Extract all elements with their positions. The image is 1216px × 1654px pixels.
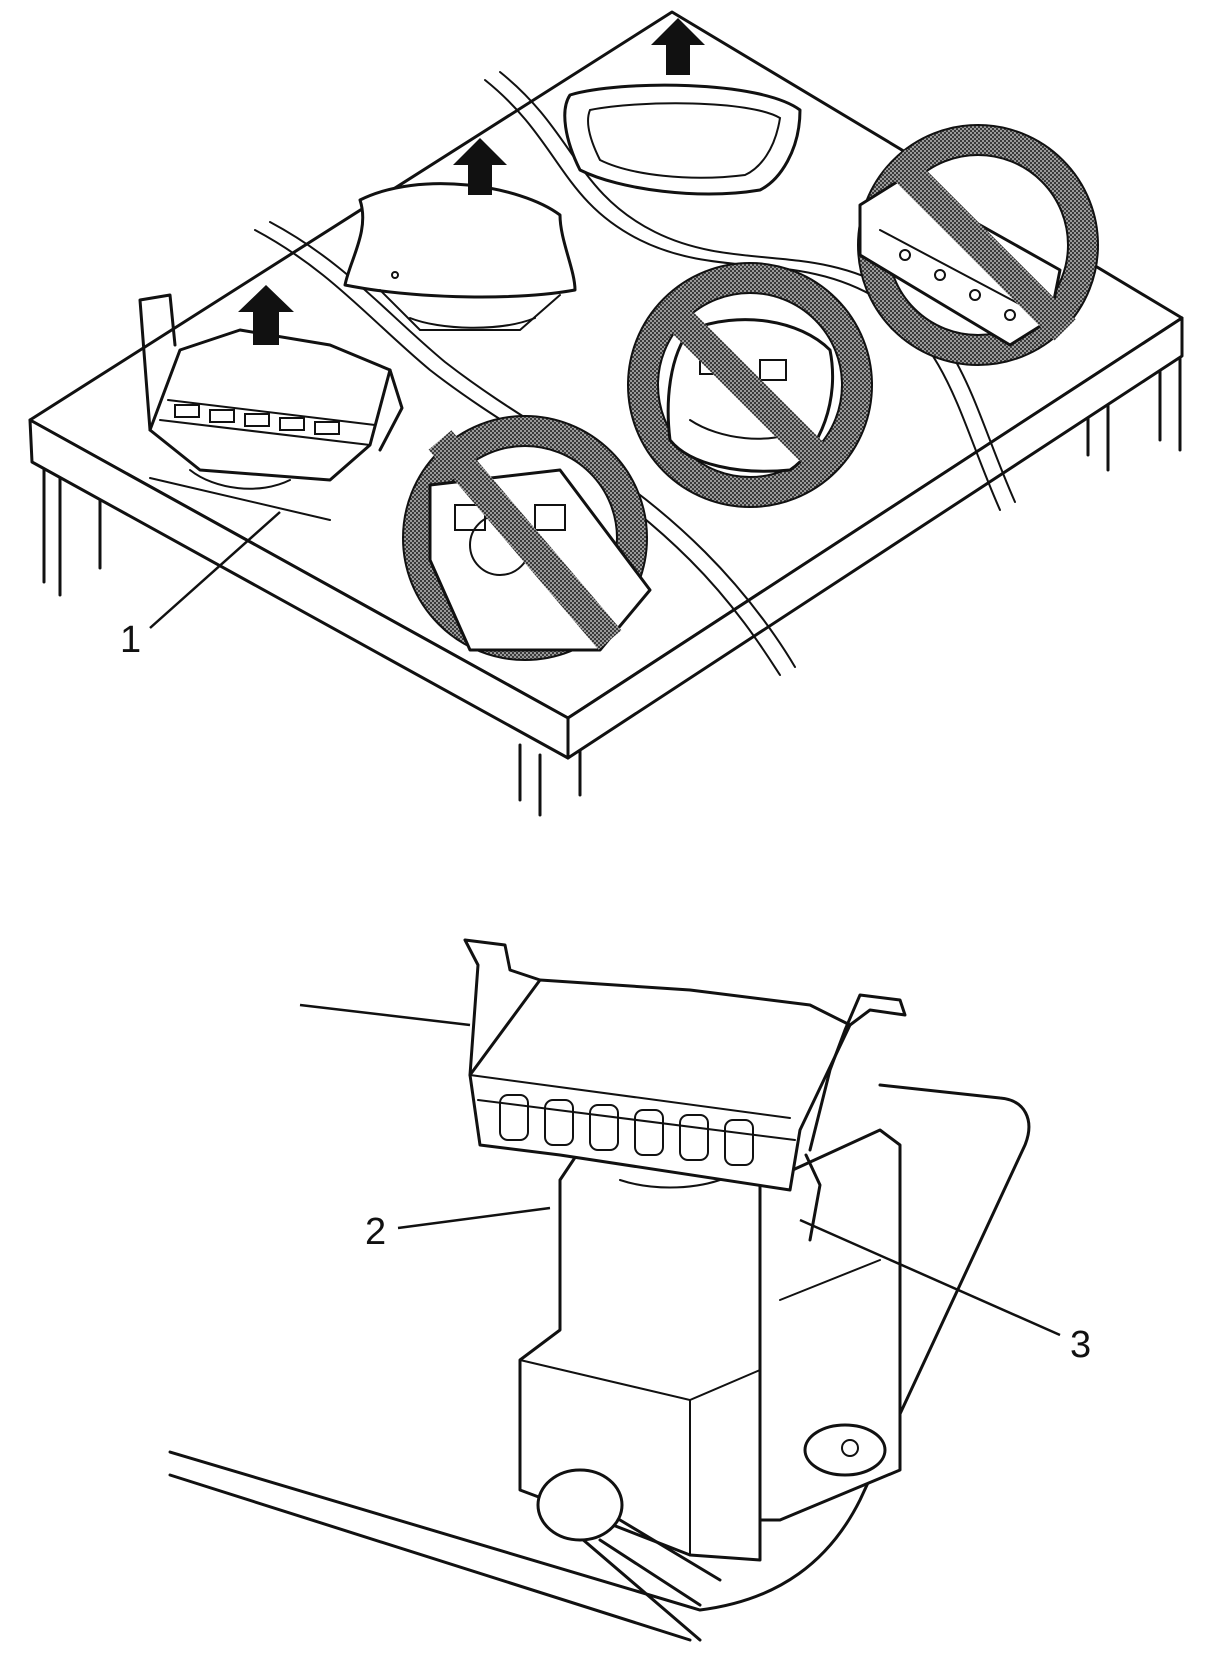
workbench-panel: 1 <box>28 10 1184 817</box>
up-arrow-icon <box>651 18 705 75</box>
callout-3: 3 <box>1070 1324 1091 1366</box>
up-arrow-icon <box>453 138 507 195</box>
bench-edge-side <box>566 316 1184 760</box>
prohibited-steering-airbag-face-down <box>402 415 652 661</box>
leader-line-3 <box>799 1218 1061 1337</box>
passenger-airbag-module-face-up <box>138 293 404 521</box>
passenger-airbag-module-clamped <box>463 938 907 1242</box>
leader-line-bracket <box>299 1003 471 1027</box>
leader-line-1 <box>149 511 281 629</box>
prohibited-steering-airbag-upside-down <box>627 262 873 508</box>
leader-line-2 <box>397 1206 551 1230</box>
vise-base-plate <box>168 1083 1031 1612</box>
vise-panel: 2 3 <box>168 938 1091 1642</box>
panel-airbag-module-face-up <box>563 83 802 196</box>
vise <box>518 1128 902 1607</box>
callout-1: 1 <box>120 619 141 661</box>
callout-2: 2 <box>365 1211 386 1253</box>
up-arrow-icon <box>238 285 294 345</box>
prohibited-passenger-airbag-face-down <box>857 124 1099 366</box>
